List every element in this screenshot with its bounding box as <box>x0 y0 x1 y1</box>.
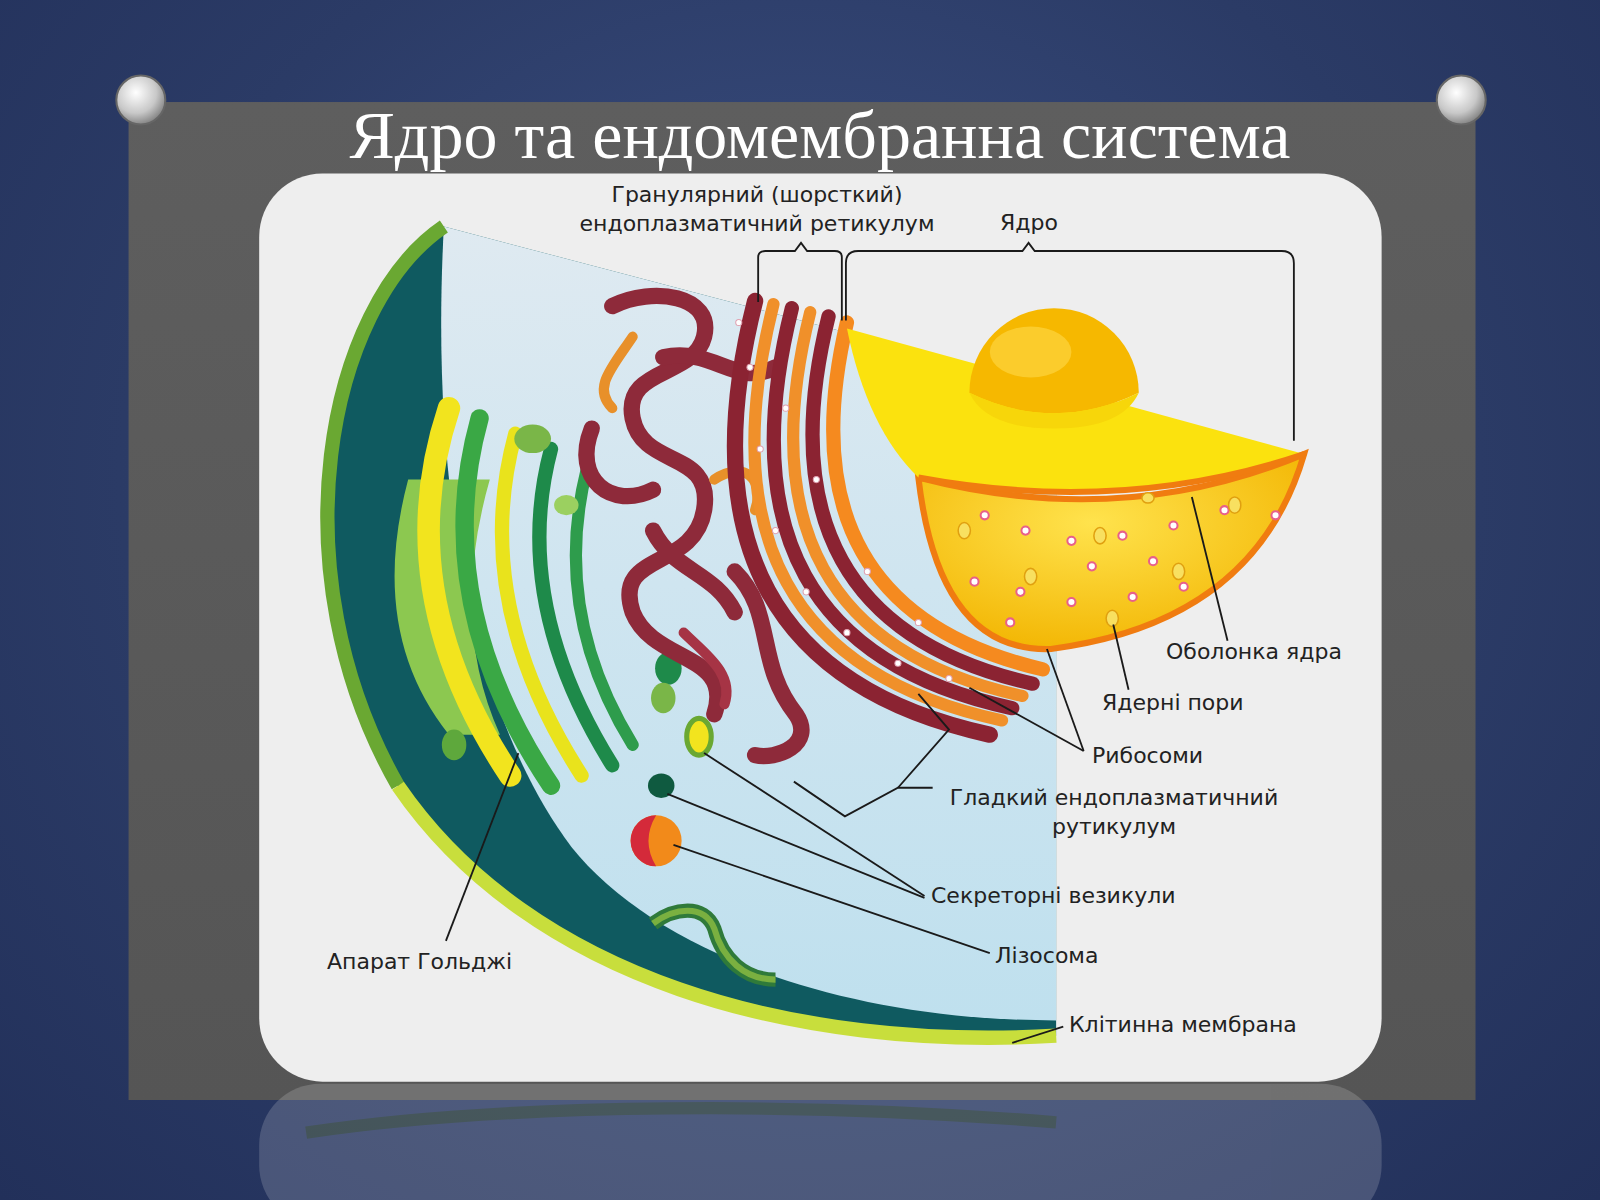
nucleus <box>847 308 1304 649</box>
part-label: Гранулярний (шорсткий) ендоплазматичний … <box>557 181 957 238</box>
part-label: Секреторні везикули <box>931 882 1176 911</box>
part-label: Апарат Гольджі <box>327 948 512 977</box>
cell-section <box>327 227 1056 1038</box>
golgi-apparatus <box>395 408 682 786</box>
part-label: Гладкий ендоплазматичний рутикулум <box>924 784 1304 841</box>
slide-title: Ядро та ендомембранна система <box>0 98 1600 173</box>
slide-panel <box>129 102 1476 1100</box>
part-label: Оболонка ядра <box>1166 638 1342 667</box>
vesicles <box>631 718 712 866</box>
part-label: Рибосоми <box>1092 742 1203 771</box>
reflection <box>259 1084 1381 1200</box>
part-label: Ядерні пори <box>1102 689 1244 718</box>
image-panel <box>259 173 1381 1081</box>
part-label: Ядро <box>1000 209 1058 238</box>
part-label: Клітинна мембрана <box>1069 1011 1297 1040</box>
part-label: Лізосома <box>995 942 1098 971</box>
